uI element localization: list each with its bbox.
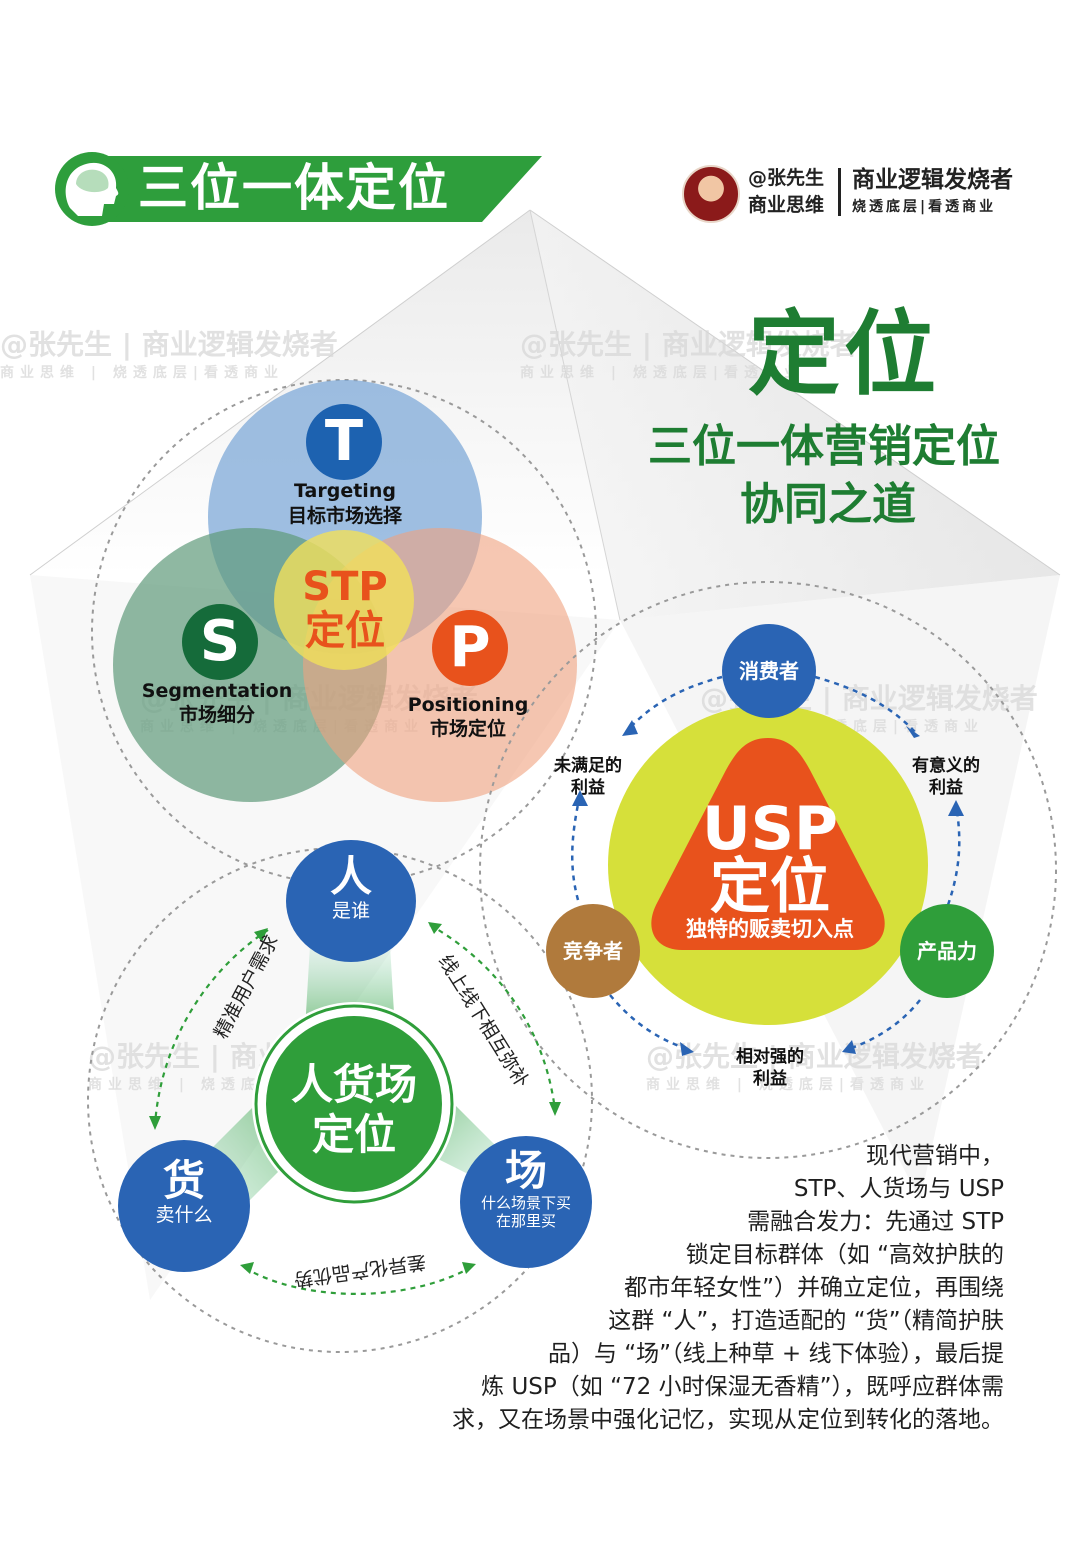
rhc-center-disc: [266, 1016, 442, 1192]
arc-left-label: 精准用户需求: [210, 931, 283, 1042]
summary-paragraph: 现代营销中， STP、人货场与 USP 需融合发力：先通过 STP 锁定目标群体…: [400, 1140, 1004, 1437]
sub-heading-1: 三位一体营销定位: [648, 421, 1000, 472]
stp-center-line1: STP: [302, 564, 388, 610]
benefit-meaningful-line1: 有意义的: [912, 756, 980, 776]
author-handle: @张先生: [748, 167, 825, 189]
arrow-competitor-relative: [609, 994, 691, 1052]
people-big: 人: [329, 852, 372, 901]
rhc-center-label: 人货场 定位: [278, 1060, 430, 1160]
para-line: 品）与 “场”（线上种草 + 线下体验），最后提: [547, 1341, 1004, 1367]
watermark: @张先生 | 商业逻辑发烧者商业思维 | 烧透底层|看透商业: [0, 328, 338, 381]
banner-title: 三位一体定位: [138, 159, 450, 217]
para-line: 求，又在场景中强化记忆，实现从定位到转化的落地。: [452, 1407, 1004, 1433]
arrow-consumer-meaningful: [814, 675, 916, 733]
stp-core-circle: [274, 530, 414, 670]
segmentation-label-cn: 市场细分: [178, 704, 255, 726]
main-heading: 定位: [748, 301, 941, 408]
arrowhead: [572, 790, 588, 806]
benefit-meaningful: 有意义的 利益: [898, 755, 994, 799]
watermark: @张先生 | 商业逻辑发烧者商业思维 | 烧透底层|看透商业: [646, 1040, 984, 1093]
arrowhead: [842, 1040, 856, 1054]
usp-tagline: 独特的贩卖切入点: [686, 917, 854, 941]
scene-big: 场: [504, 1146, 547, 1195]
arrowhead: [149, 1116, 161, 1130]
usp-node-consumer: 消费者: [722, 624, 816, 718]
arrowhead: [680, 1042, 694, 1056]
para-line: 炼 USP（如 “72 小时保湿无香精”），既呼应群体需: [481, 1374, 1004, 1400]
stp-outer-ring: [91, 379, 597, 885]
arrowhead: [428, 922, 442, 934]
para-line: 这群 “人”，打造适配的 “货”（精简护肤: [608, 1308, 1004, 1334]
divider: [838, 168, 841, 216]
rhc-node-scene: 场 什么场景下买 在那里买: [460, 1136, 592, 1268]
benefit-unmet-line1: 未满足的: [554, 756, 622, 776]
author-avatar: [682, 165, 740, 223]
targeting-label-cn: 目标市场选择: [287, 505, 402, 527]
rhc-node-people: 人 是谁: [286, 840, 416, 962]
usp-triangle: [651, 738, 885, 950]
rhc-center-line1: 人货场: [290, 1060, 417, 1109]
goods-small: 卖什么: [155, 1204, 213, 1226]
positioning-label-en: Positioning: [407, 694, 529, 716]
targeting-letter-badge: T: [306, 404, 382, 480]
benefit-meaningful-line2: 利益: [929, 778, 963, 798]
people-small: 是谁: [331, 900, 370, 922]
usp-outer-ring: [479, 581, 1057, 1159]
benefit-relative-line1: 相对强的: [736, 1047, 804, 1067]
arrowhead: [462, 1262, 476, 1274]
usp-title-line1: USP: [702, 794, 838, 864]
scene-small-2: 在那里买: [495, 1212, 556, 1230]
arrowhead: [948, 800, 964, 816]
arrowhead: [622, 720, 638, 736]
para-line: 现代营销中，: [866, 1143, 1004, 1169]
arrow-product-relative: [845, 999, 921, 1052]
para-line: STP、人货场与 USP: [793, 1176, 1004, 1202]
goods-big: 货: [162, 1156, 205, 1205]
arc-bottom-outer: [244, 1267, 471, 1295]
segmentation-letter-badge: S: [182, 604, 258, 680]
arrowhead: [254, 928, 268, 942]
segmentation-label-en: Segmentation: [141, 680, 293, 702]
rhc-center-line2: 定位: [311, 1110, 396, 1159]
positioning-letter-badge: P: [432, 610, 508, 686]
rhc-node-goods: 货 卖什么: [118, 1140, 250, 1272]
title-banner: [55, 152, 542, 226]
benefit-relative: 相对强的 利益: [722, 1046, 818, 1090]
author-handle-sub: 商业思维: [748, 194, 825, 216]
positioning-label-cn: 市场定位: [429, 718, 506, 740]
usp-node-product: 产品力: [900, 904, 994, 998]
usp-title: USP 定位: [680, 794, 860, 922]
para-line: 都市年轻女性”）并确立定位，再围绕: [624, 1275, 1004, 1301]
targeting-label-en: Targeting: [294, 480, 396, 502]
scene-small-1: 什么场景下买: [480, 1194, 571, 1212]
rhc-center-ring: [254, 1004, 454, 1204]
sub-heading-2: 协同之道: [740, 479, 916, 530]
arrow-competitor-unmet: [570, 794, 582, 901]
brain-head-icon: [65, 162, 119, 216]
stp-center-label: STP 定位: [270, 565, 420, 653]
arrowhead: [549, 1102, 561, 1116]
author-slogan: 商业逻辑发烧者: [852, 167, 1013, 193]
rhc-outer-ring: [87, 847, 593, 1353]
arrowhead: [906, 726, 920, 738]
benefit-unmet-line2: 利益: [571, 778, 605, 798]
arrowhead: [240, 1262, 254, 1274]
arrow-consumer-unmet: [625, 675, 723, 733]
arc-right-outer: [429, 924, 557, 1111]
para-line: 锁定目标群体（如 “高效护肤的: [685, 1242, 1004, 1268]
usp-title-line2: 定位: [710, 852, 830, 922]
para-line: 需融合发力：先通过 STP: [747, 1209, 1004, 1235]
stp-center-line2: 定位: [305, 608, 385, 654]
usp-node-competitor: 竞争者: [546, 904, 640, 998]
watermark: @张先生 | 商业逻辑发烧者商业思维 | 烧透底层|看透商业: [520, 328, 858, 381]
arc-left-outer: [153, 929, 269, 1126]
benefit-unmet: 未满足的 利益: [540, 755, 636, 799]
author-slogan-sub: 烧透底层|看透商业: [852, 199, 997, 215]
benefit-relative-line2: 利益: [753, 1069, 787, 1089]
